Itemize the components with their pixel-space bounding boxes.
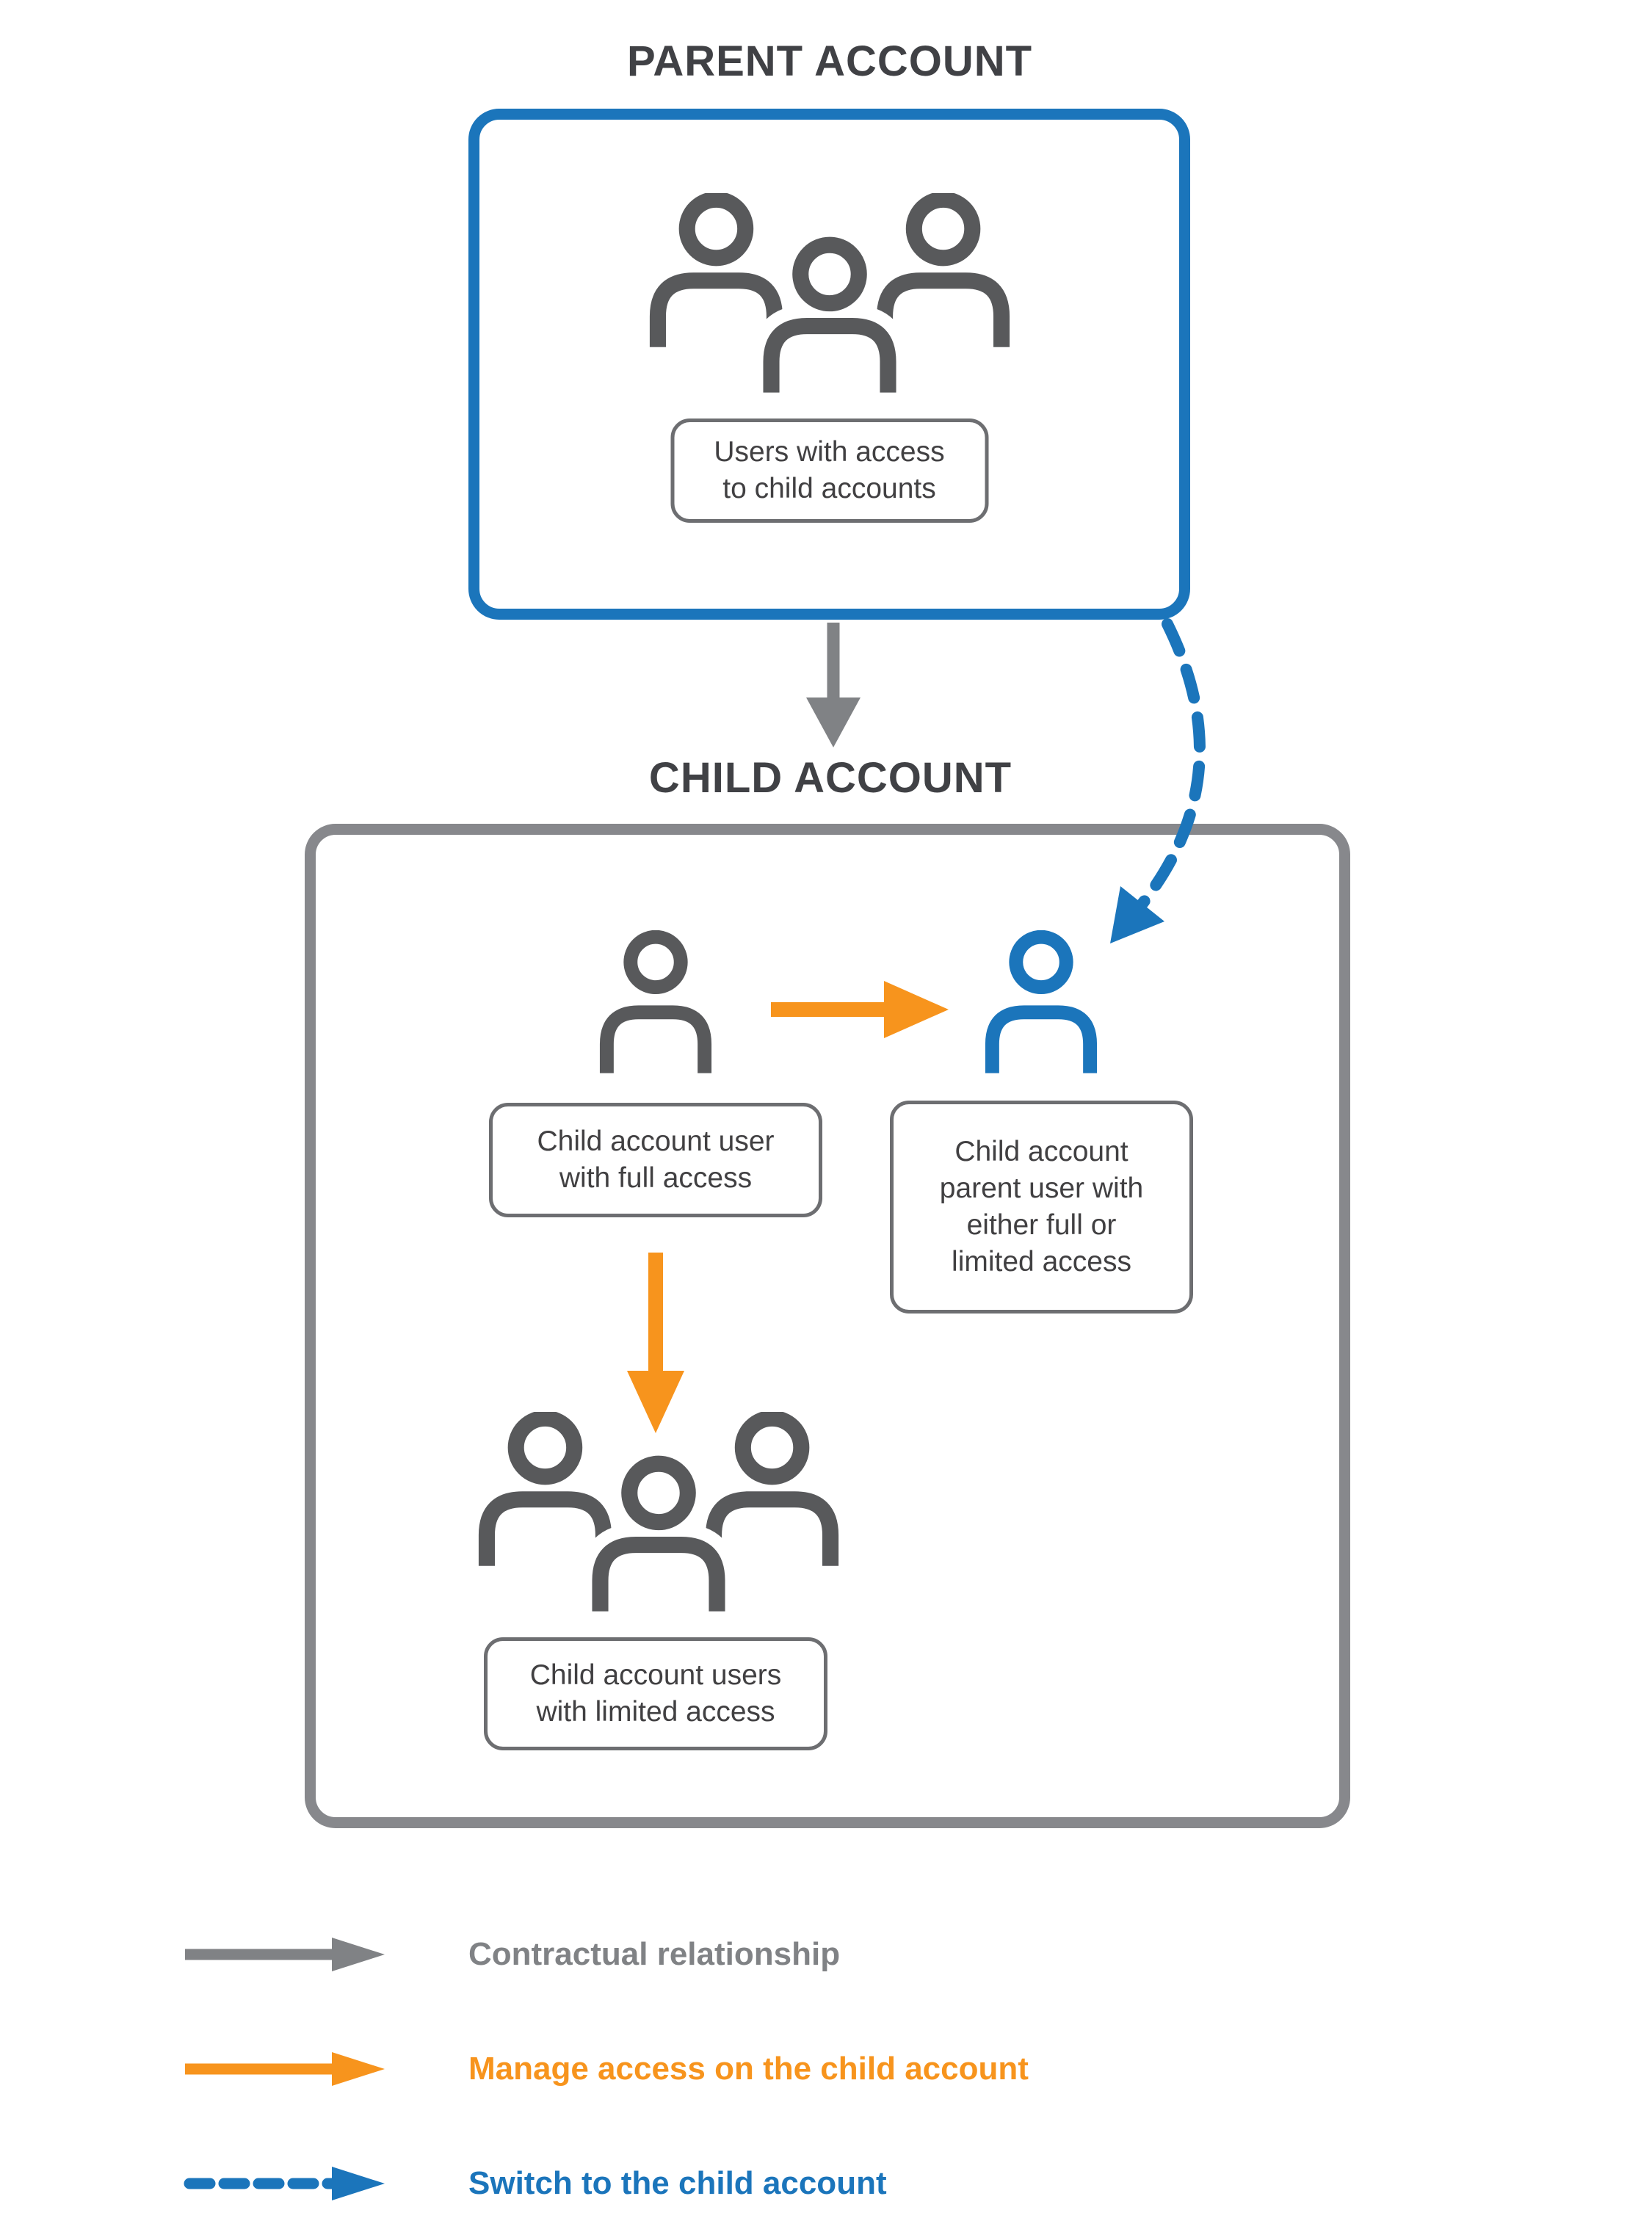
parent-users-label: Users with access to child accounts: [670, 418, 988, 523]
users-group-icon-limited: [478, 1412, 839, 1612]
legend-label-manage-access: Manage access on the child account: [468, 2051, 1029, 2087]
user-icon-full-access: [599, 930, 712, 1073]
legend-label-contractual: Contractual relationship: [468, 1936, 841, 1972]
child-account-title: CHILD ACCOUNT: [648, 754, 1012, 802]
contractual-relationship-arrow: [806, 623, 861, 747]
legend-row-switch-account: Switch to the child account: [184, 2158, 887, 2209]
orange-arrow-icon: [185, 2052, 385, 2086]
limited-access-users-label: Child account users with limited access: [484, 1637, 827, 1750]
parent-account-title: PARENT ACCOUNT: [626, 37, 1033, 85]
legend-row-contractual: Contractual relationship: [184, 1929, 840, 1980]
parent-account-box: Users with access to child accounts: [468, 109, 1190, 620]
users-group-icon: [649, 193, 1010, 393]
user-icon-parent-user: [985, 930, 1098, 1073]
parent-user-label: Child account parent user with either fu…: [890, 1101, 1193, 1314]
legend-label-switch-account: Switch to the child account: [468, 2165, 887, 2201]
full-access-user-label: Child account user with full access: [489, 1103, 822, 1217]
legend-row-manage-access: Manage access on the child account: [184, 2043, 1029, 2095]
gray-arrow-icon: [185, 1938, 385, 1971]
child-account-box: Child account user with full access Chil…: [305, 824, 1350, 1828]
blue-dashed-arrow-icon: [184, 2167, 385, 2200]
